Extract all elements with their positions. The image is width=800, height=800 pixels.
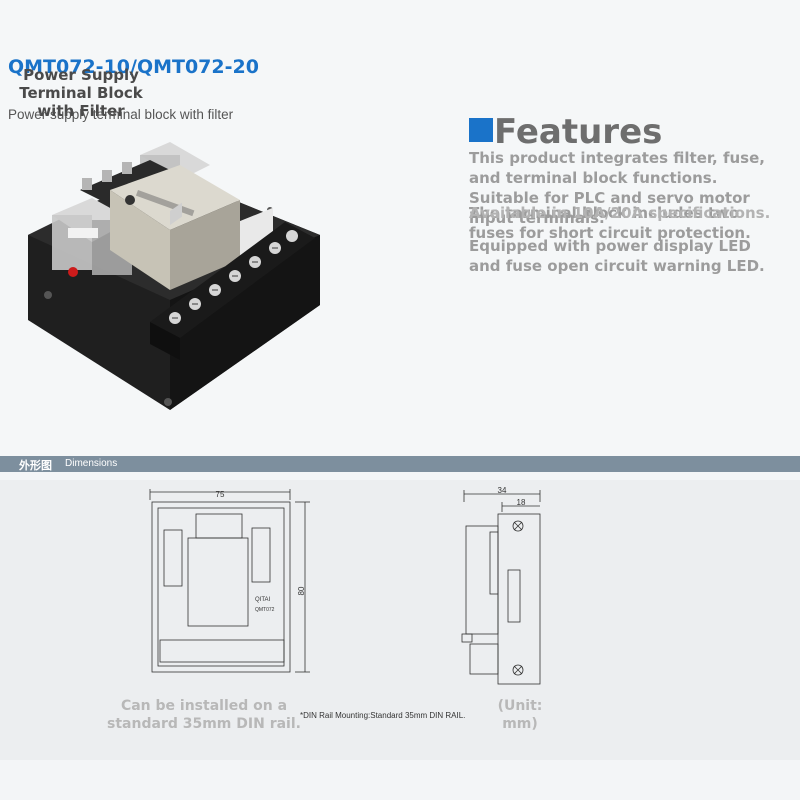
product-photo <box>28 142 320 410</box>
dimensions-area <box>0 480 800 760</box>
feature-item: Equipped with power display LED and fuse… <box>469 237 765 275</box>
feature-item: Available in 10A/20A specifications. <box>469 204 771 222</box>
product-subtitle: Power supply terminal block with filter <box>8 107 234 122</box>
side-inner-label: 18 <box>517 498 526 507</box>
features-heading: Features <box>494 112 663 152</box>
product-title: Power Supply Terminal Block with Filter <box>19 66 143 120</box>
side-width-label: 34 <box>498 486 507 495</box>
model-number: QMT072-10/QMT072-20 <box>8 56 259 78</box>
dimensions-section-bar: 外形图 Dimensions <box>0 456 800 472</box>
front-model-label: QMT072 <box>255 607 275 613</box>
din-rail-install-note: Can be installed on a standard 35mm DIN … <box>107 698 301 732</box>
front-height-label: 80 <box>297 586 306 595</box>
dimensions-label-en: Dimensions <box>65 458 118 469</box>
dimensions-label-cn: 外形图 <box>19 460 52 472</box>
front-view-drawing: 75 QITAI QMT072 80 <box>149 489 310 673</box>
side-view-drawing: 34 18 <box>461 486 541 685</box>
feature-item: This product integrates filter, fuse, an… <box>469 149 765 227</box>
unit-note: (Unit: mm) <box>497 698 543 732</box>
front-width-label: 75 <box>216 490 225 499</box>
feature-item: The terminal block includes two fuses fo… <box>469 204 751 242</box>
din-rail-mounting-note: *DIN Rail Mounting:Standard 35mm DIN RAI… <box>300 711 466 720</box>
front-brand-label: QITAI <box>255 597 271 603</box>
features-accent-square <box>469 118 493 142</box>
